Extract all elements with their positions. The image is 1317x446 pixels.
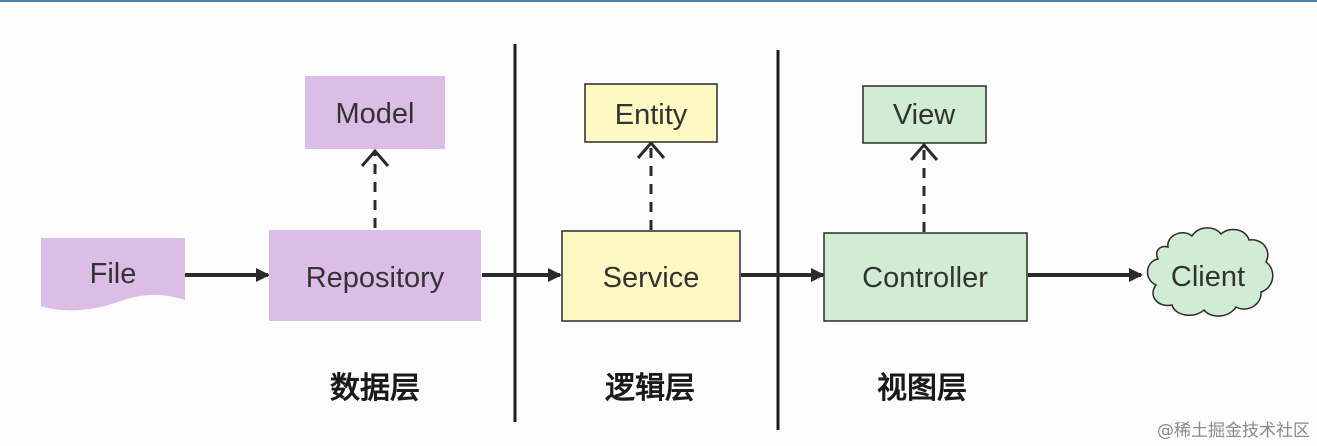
node-view: View	[862, 85, 987, 144]
dashed-arrow-controller-view	[909, 142, 939, 232]
service-box	[561, 230, 741, 322]
client-label: Client	[1171, 261, 1245, 293]
dashed-arrow-repository-model	[360, 148, 390, 228]
repository-label: Repository	[306, 262, 445, 294]
service-label: Service	[603, 262, 700, 294]
client-cloud-shape	[1146, 227, 1274, 317]
view-label: View	[893, 99, 956, 131]
layer-label-logic: 逻辑层	[605, 371, 695, 406]
controller-label: Controller	[862, 262, 988, 294]
node-entity: Entity	[584, 83, 718, 143]
watermark: @稀土掘金技术社区	[1157, 421, 1310, 441]
node-controller: Controller	[823, 232, 1028, 322]
layer-label-data: 数据层	[330, 371, 420, 406]
node-repository: Repository	[269, 230, 481, 321]
top-rule	[0, 0, 1317, 2]
entity-box	[584, 83, 718, 143]
layer-label-view: 视图层	[877, 371, 967, 406]
entity-label: Entity	[615, 99, 688, 131]
model-box	[305, 76, 445, 149]
controller-box	[823, 232, 1028, 322]
repository-box	[269, 230, 481, 321]
view-box	[862, 85, 987, 144]
file-label: File	[90, 258, 137, 290]
model-label: Model	[336, 98, 415, 130]
file-shape	[41, 238, 185, 311]
node-file: File	[41, 238, 185, 311]
node-service: Service	[561, 230, 741, 322]
node-model: Model	[305, 76, 445, 149]
node-client: Client	[1146, 227, 1274, 317]
dashed-arrow-service-entity	[636, 140, 666, 230]
